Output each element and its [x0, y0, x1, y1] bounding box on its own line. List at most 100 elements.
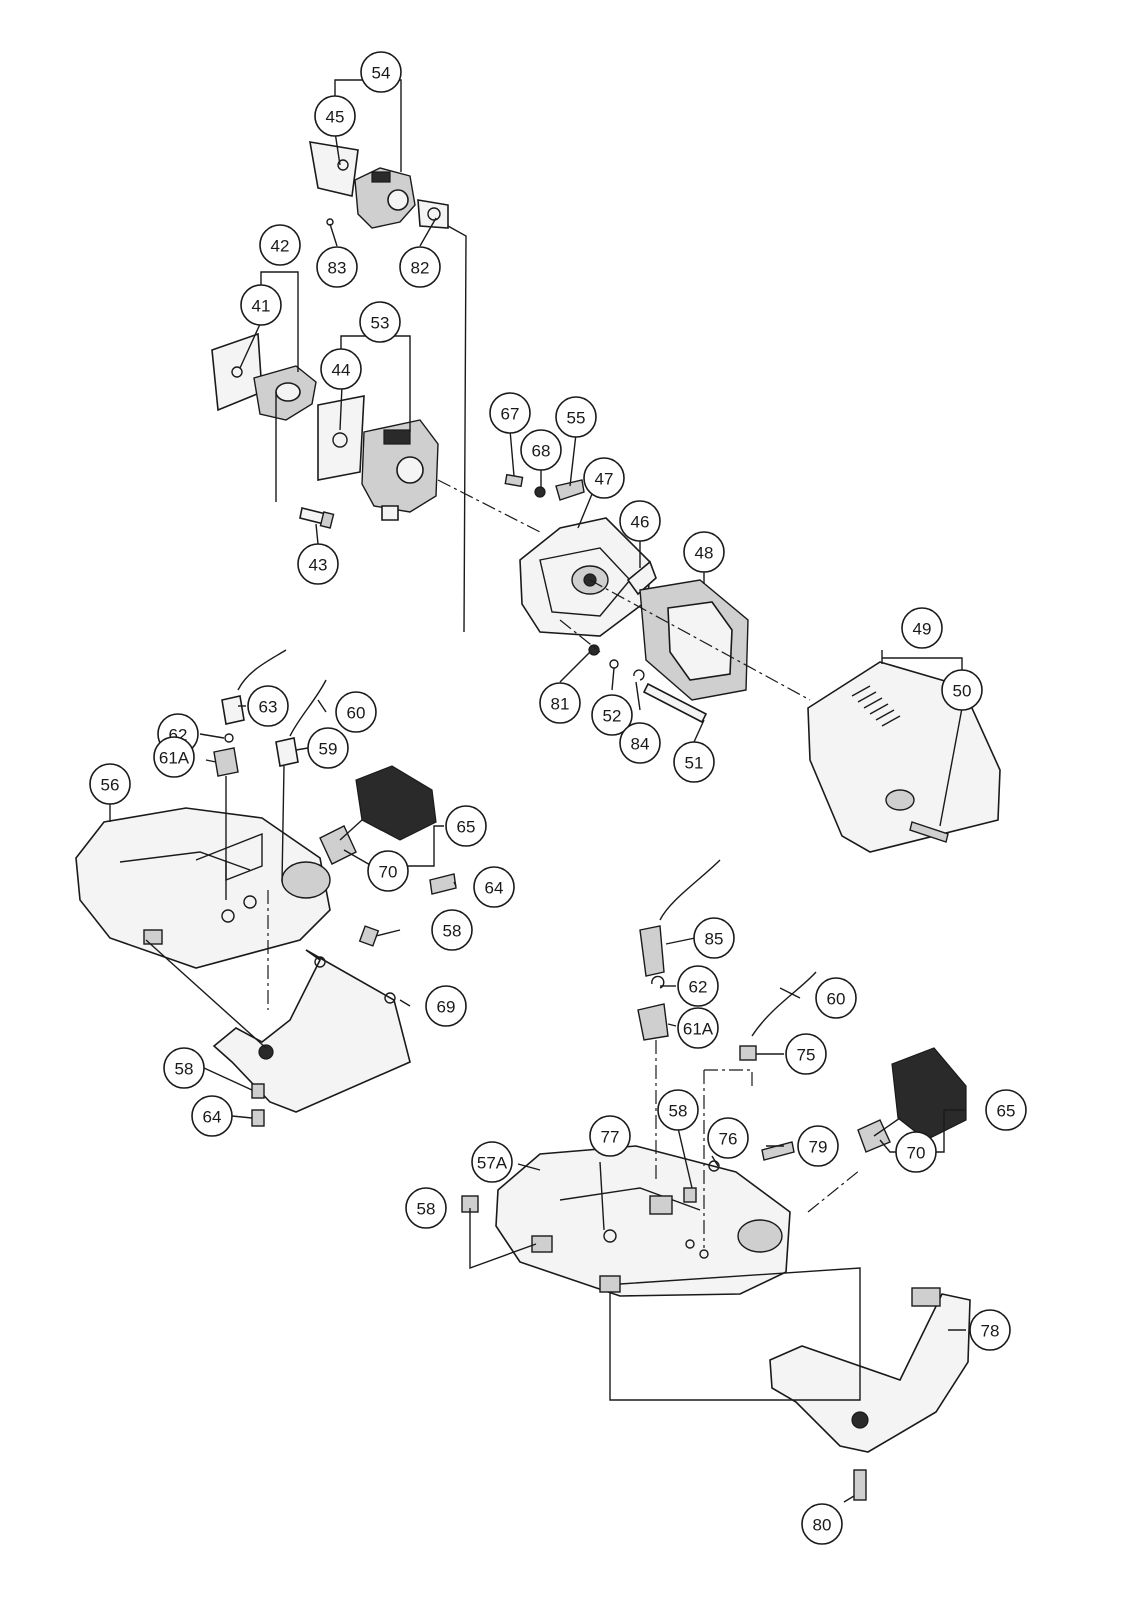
callout-circle: [425, 985, 467, 1027]
callout-46: 46: [619, 500, 661, 542]
callout-label: 47: [595, 470, 614, 489]
callout-circle: [657, 1089, 699, 1131]
callout-circle: [297, 543, 339, 585]
callout-circle: [801, 1503, 843, 1545]
bracket-78: [769, 1287, 971, 1501]
callout-circle: [320, 348, 362, 390]
callout-47: 47: [583, 457, 625, 499]
callout-circle: [431, 909, 473, 951]
callout-label: 65: [997, 1102, 1016, 1121]
fuel-cap-right: [857, 1047, 967, 1153]
callout-label: 64: [485, 879, 504, 898]
callout-label: 44: [332, 361, 351, 380]
fuel-tank-56: [75, 807, 331, 969]
callout-circle: [895, 1131, 937, 1173]
callout-circle: [473, 866, 515, 908]
callout-circle: [591, 694, 633, 736]
callout-circle: [619, 722, 661, 764]
small-hardware-67-68-55: [504, 473, 585, 501]
callout-circle: [359, 301, 401, 343]
callout-label: 48: [695, 544, 714, 563]
callout-circle: [539, 682, 581, 724]
callout-label: 43: [309, 556, 328, 575]
callout-84: 84: [619, 722, 661, 764]
callout-58: 58: [657, 1089, 699, 1131]
callout-circle: [555, 396, 597, 438]
callout-65: 65: [985, 1089, 1027, 1131]
callout-64: 64: [191, 1095, 233, 1137]
fuel-line-right: [637, 859, 817, 1061]
carburetor-upper: [309, 141, 449, 229]
callout-circle: [815, 977, 857, 1019]
callout-circle: [583, 457, 625, 499]
callout-circle: [471, 1141, 513, 1183]
callout-70: 70: [367, 850, 409, 892]
callout-label: 60: [827, 990, 846, 1009]
callout-81: 81: [539, 682, 581, 724]
callout-49: 49: [901, 607, 943, 649]
callout-label: 78: [981, 1322, 1000, 1341]
callout-label: 45: [326, 108, 345, 127]
callout-60: 60: [335, 691, 377, 733]
callout-circle: [693, 917, 735, 959]
callout-label: 61A: [683, 1020, 714, 1039]
callout-circle: [683, 531, 725, 573]
callout-41: 41: [240, 284, 282, 326]
callout-label: 77: [601, 1128, 620, 1147]
callout-51: 51: [673, 741, 715, 783]
callout-circle: [589, 1115, 631, 1157]
callout-label: 61A: [159, 749, 190, 768]
callout-circle: [969, 1309, 1011, 1351]
callout-circle: [367, 850, 409, 892]
callout-circle: [520, 429, 562, 471]
callout-77: 77: [589, 1115, 631, 1157]
callout-circle: [191, 1095, 233, 1137]
fuel-line-left: [213, 649, 327, 777]
callout-85: 85: [693, 917, 735, 959]
callout-label: 75: [797, 1046, 816, 1065]
callout-68: 68: [520, 429, 562, 471]
callout-circle: [941, 669, 983, 711]
insulator-assembly: [211, 332, 317, 421]
callout-50: 50: [941, 669, 983, 711]
callout-label: 56: [101, 776, 120, 795]
callout-circle: [901, 607, 943, 649]
callout-61a: 61A: [677, 1007, 719, 1049]
callout-circle: [163, 1047, 205, 1089]
fuel-cap-top: [319, 765, 437, 865]
callout-label: 84: [631, 735, 650, 754]
screw-43: [299, 507, 335, 529]
cover-49: [807, 661, 1001, 853]
callout-label: 80: [813, 1516, 832, 1535]
callout-label: 58: [417, 1200, 436, 1219]
callout-circle: [445, 805, 487, 847]
callout-label: 67: [501, 405, 520, 424]
callout-label: 60: [347, 704, 366, 723]
callout-circle: [399, 246, 441, 288]
callout-label: 54: [372, 64, 391, 83]
element-48: [639, 579, 749, 701]
callout-75: 75: [785, 1033, 827, 1075]
callout-circle: [89, 763, 131, 805]
callout-circle: [314, 95, 356, 137]
callout-label: 76: [719, 1130, 738, 1149]
callout-label: 81: [551, 695, 570, 714]
callout-label: 59: [319, 740, 338, 759]
callout-label: 41: [252, 297, 271, 316]
callout-circle: [240, 284, 282, 326]
callout-67: 67: [489, 392, 531, 434]
callout-circle: [707, 1117, 749, 1159]
callout-label: 64: [203, 1108, 222, 1127]
callout-label: 68: [532, 442, 551, 461]
callout-label: 50: [953, 682, 972, 701]
callout-label: 58: [669, 1102, 688, 1121]
callout-label: 55: [567, 409, 586, 428]
callout-circle: [985, 1089, 1027, 1131]
callout-55: 55: [555, 396, 597, 438]
callout-label: 58: [443, 922, 462, 941]
callout-label: 52: [603, 707, 622, 726]
callout-circle: [677, 1007, 719, 1049]
callout-label: 65: [457, 818, 476, 837]
callout-79: 79: [797, 1125, 839, 1167]
